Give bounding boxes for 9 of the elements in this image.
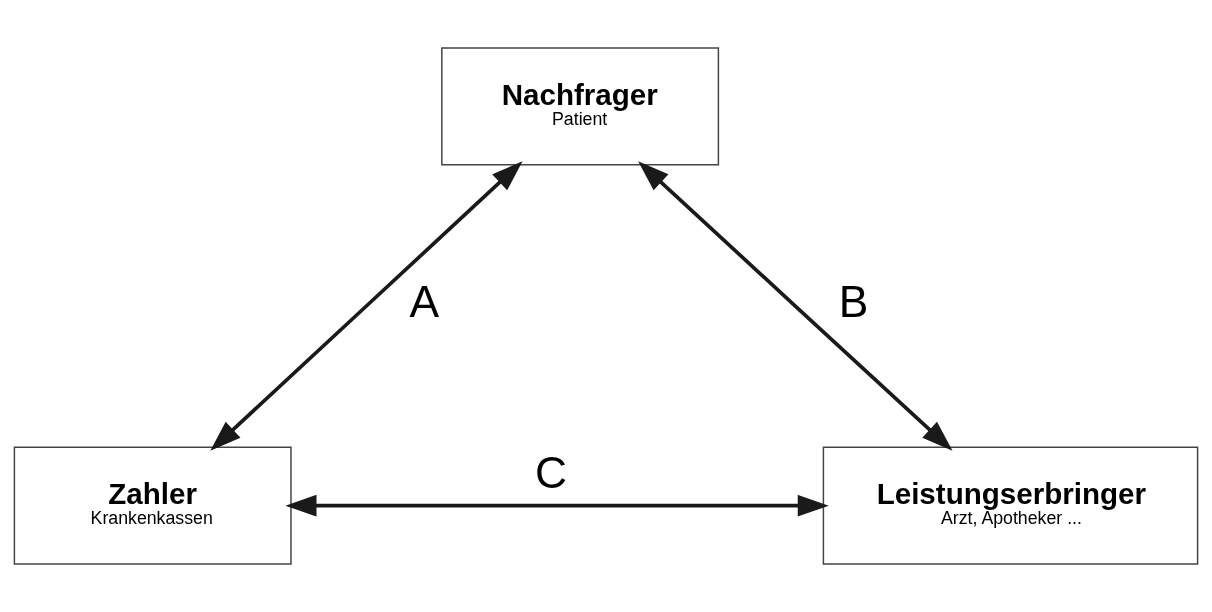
node-box: Leistungserbringer Arzt, Apotheker ... <box>822 446 1199 565</box>
arrow <box>210 161 523 451</box>
edge-label: B <box>838 277 869 327</box>
arrow <box>285 494 829 517</box>
edge-label: A <box>409 277 437 327</box>
arrow <box>638 161 953 451</box>
node-box: Zahler Krankenkassen <box>13 446 292 565</box>
node-box: Nachfrager Patient <box>441 47 720 166</box>
edge-label: C <box>535 447 568 497</box>
